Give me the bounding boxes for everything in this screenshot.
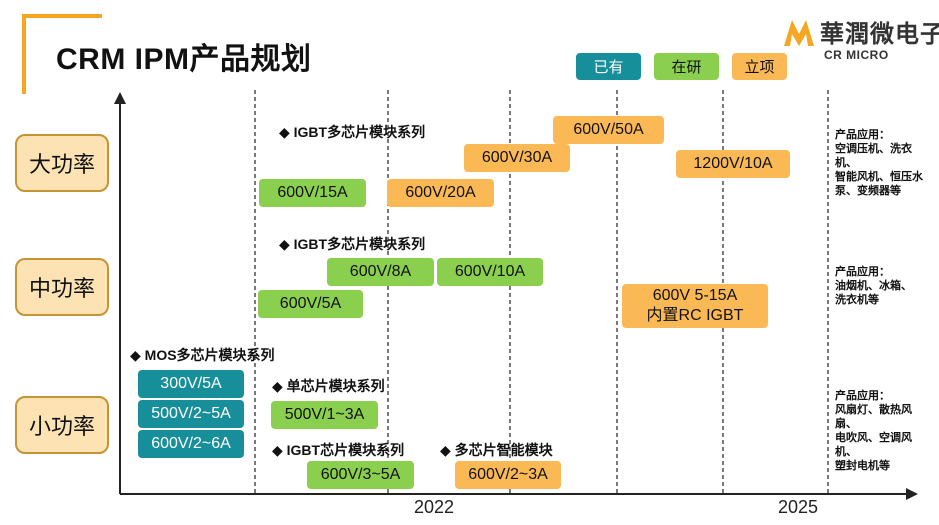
product-600v-2-3a: 600V/2~3A: [455, 461, 561, 489]
y-axis-arrow: [114, 92, 126, 104]
legend-research: 在研: [654, 53, 719, 80]
product-600v-8a: 600V/8A: [327, 258, 434, 286]
legend-existing: 已有: [576, 53, 641, 80]
x-axis-arrow: [906, 488, 918, 500]
legend-approved: 立项: [732, 53, 787, 80]
page-title: CRM IPM产品规划: [56, 43, 312, 76]
applications-mid-line-2: 油烟机、冰箱、: [835, 280, 912, 292]
applications-high-line-3: 机、: [835, 157, 857, 169]
logo-english-name: CR MICRO: [824, 48, 889, 62]
applications-mid-line-1: 产品应用：: [835, 266, 890, 278]
product-600v-30a: 600V/30A: [464, 144, 570, 172]
product-300v-5a: 300V/5A: [138, 370, 244, 398]
product-600v-10a: 600V/10A: [437, 258, 543, 286]
product-600v-50a: 600V/50A: [553, 116, 664, 144]
applications-low-line-1: 产品应用：: [835, 390, 890, 402]
applications-high-line-2: 空调压机、洗衣: [835, 143, 912, 155]
applications-low-line-3: 扇、: [835, 418, 857, 430]
product-500v-2-5a: 500V/2~5A: [138, 400, 244, 428]
corner-accent-horizontal: [22, 14, 102, 18]
applications-mid-line-3: 洗衣机等: [835, 294, 879, 306]
cr-logo-icon: [784, 20, 814, 46]
applications-mid-power: 产品应用： 油烟机、冰箱、 洗衣机等: [835, 265, 912, 307]
applications-high-line-5: 泵、变频器等: [835, 185, 901, 197]
product-1200v-10a: 1200V/10A: [676, 150, 790, 178]
series-high-igbt: ◆ IGBT多芯片模块系列: [279, 124, 426, 140]
series-mid-igbt: ◆ IGBT多芯片模块系列: [279, 236, 426, 252]
applications-high-power: 产品应用： 空调压机、洗衣 机、 智能风机、恒压水 泵、变频器等: [835, 128, 923, 198]
category-mid-power: 中功率: [15, 258, 109, 316]
product-600v-5-15a-line2: 内置RC IGBT: [646, 307, 744, 324]
product-600v-15a: 600V/15A: [259, 179, 366, 207]
corner-accent-vertical: [22, 14, 26, 94]
company-logo: 華潤微电子 CR MICRO: [782, 8, 939, 66]
applications-low-line-2: 风扇灯、散热风: [835, 404, 912, 416]
logo-chinese-name: 華潤微电子: [820, 21, 939, 48]
applications-low-line-6: 塑封电机等: [835, 460, 890, 472]
product-600v-5a: 600V/5A: [258, 290, 363, 318]
series-low-igbt-chip: ◆ IGBT芯片模块系列: [272, 442, 405, 458]
product-600v-3-5a: 600V/3~5A: [307, 461, 414, 489]
product-600v-2-6a: 600V/2~6A: [138, 430, 244, 458]
applications-low-line-5: 机、: [835, 446, 857, 458]
applications-high-line-1: 产品应用：: [835, 129, 890, 141]
product-500v-1-3a: 500V/1~3A: [271, 401, 378, 429]
series-low-single: ◆ 单芯片模块系列: [272, 378, 385, 394]
year-label-2022: 2022: [414, 497, 455, 517]
year-label-2025: 2025: [778, 497, 819, 517]
product-600v-5-15a-line1: 600V 5-15A: [652, 287, 738, 304]
applications-low-line-4: 电吹风、空调风: [835, 432, 912, 444]
product-600v-20a: 600V/20A: [387, 179, 494, 207]
product-600v-5-15a-rc-igbt: 600V 5-15A 内置RC IGBT: [622, 284, 768, 328]
series-low-multi-smart: ◆ 多芯片智能模块: [440, 442, 553, 458]
category-high-power: 大功率: [15, 134, 109, 192]
applications-low-power: 产品应用： 风扇灯、散热风 扇、 电吹风、空调风 机、 塑封电机等: [835, 389, 912, 473]
category-low-power: 小功率: [15, 396, 109, 454]
series-low-mos: ◆ MOS多芯片模块系列: [130, 347, 275, 363]
applications-high-line-4: 智能风机、恒压水: [835, 171, 923, 183]
